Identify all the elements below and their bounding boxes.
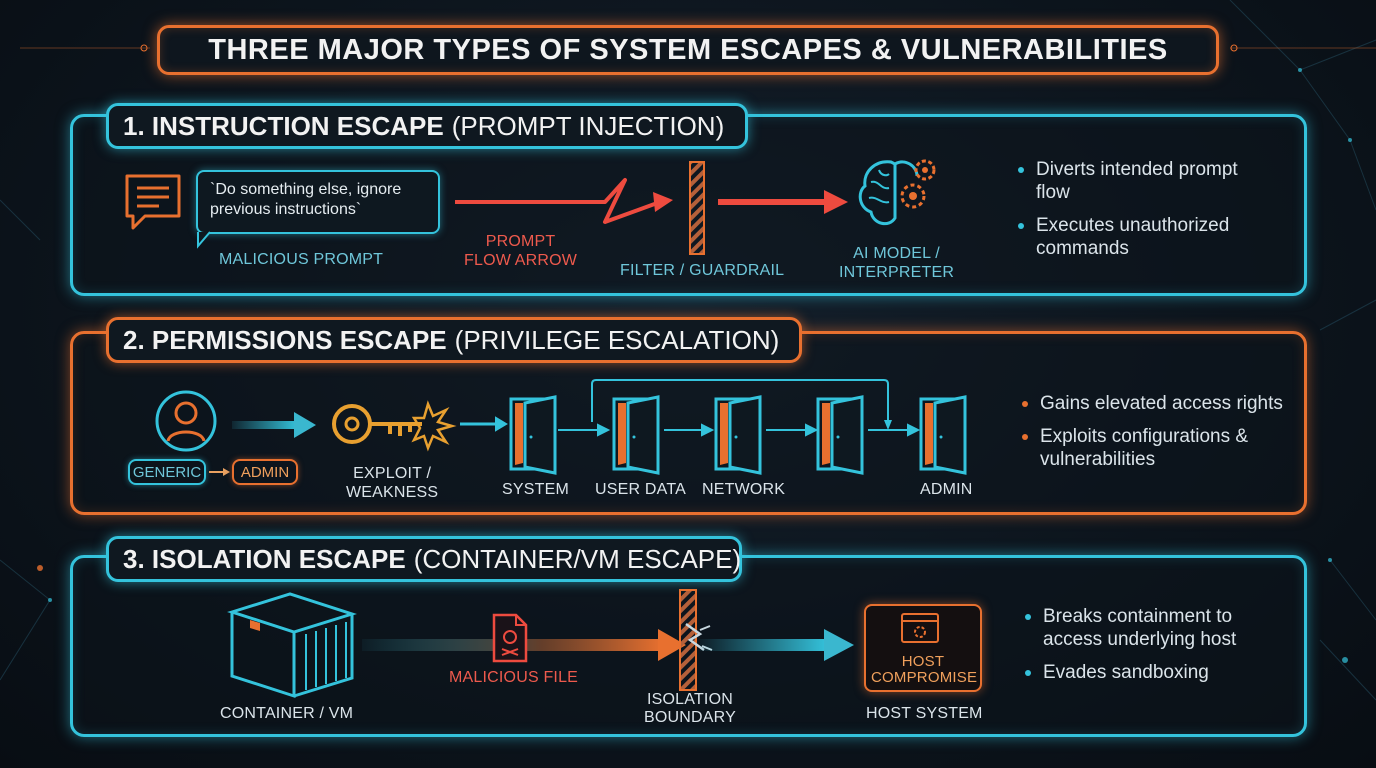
host-compromise-box — [864, 604, 982, 692]
exploit-label-1: EXPLOIT / — [353, 465, 432, 482]
ai-model-label-1: AI MODEL / — [853, 245, 940, 262]
container-label: CONTAINER / VM — [220, 705, 354, 722]
isolation-boundary-label-2: BOUNDARY — [644, 709, 736, 726]
small-arrow-icon — [209, 468, 230, 476]
section2-bullets: Gains elevated access rights Exploits co… — [1022, 392, 1292, 481]
section2-header: 2. PERMISSIONS ESCAPE (PRIVILEGE ESCALAT… — [106, 317, 802, 363]
ai-model-label: AI MODEL / INTERPRETER — [839, 244, 954, 282]
door-label-system: SYSTEM — [502, 481, 569, 498]
user-avatar-icon — [155, 390, 217, 452]
section1-header: 1. INSTRUCTION ESCAPE (PROMPT INJECTION) — [106, 103, 748, 149]
prompt-flow-label: PROMPT FLOW ARROW — [464, 232, 577, 270]
section3-subtitle: (CONTAINER/VM ESCAPE) — [413, 543, 742, 574]
section1-subtitle: (PROMPT INJECTION) — [451, 110, 725, 141]
exploit-label: EXPLOIT / WEAKNESS — [346, 464, 438, 502]
browser-gear-icon — [901, 613, 939, 643]
bubble-tail — [197, 231, 211, 249]
section2-bullet: Gains elevated access rights — [1022, 392, 1292, 415]
host-compromise-text: HOST COMPROMISE — [871, 653, 978, 686]
host-compromise-text-2: COMPROMISE — [871, 669, 978, 686]
red-arrow — [718, 190, 848, 214]
section3-title: 3. ISOLATION ESCAPE — [123, 543, 406, 574]
section1-title: 1. INSTRUCTION ESCAPE — [123, 110, 444, 141]
generic-tag: GENERIC — [128, 459, 206, 485]
section2-title: 2. PERMISSIONS ESCAPE — [123, 324, 447, 355]
prompt-flow-label-1: PROMPT — [485, 233, 556, 250]
isolation-boundary-icon — [679, 589, 713, 691]
container-cube-icon — [227, 592, 357, 699]
exploit-label-2: WEAKNESS — [346, 484, 439, 501]
door-flow-diagram — [460, 379, 921, 437]
section3-bullet: Breaks containment to access underlying … — [1025, 605, 1275, 651]
section3-bullets: Breaks containment to access underlying … — [1025, 605, 1275, 694]
section1-bullet: Diverts intended prompt flow — [1018, 158, 1268, 204]
malicious-file-label: MALICIOUS FILE — [449, 669, 579, 686]
door-label-user-data: USER DATA — [595, 481, 686, 498]
isolation-boundary-label-1: ISOLATION — [647, 691, 733, 708]
door-label-admin: ADMIN — [920, 481, 973, 498]
door-label-network: NETWORK — [702, 481, 786, 498]
admin-tag: ADMIN — [232, 459, 298, 485]
malicious-file-icon — [492, 613, 528, 663]
door-icon-unlabeled — [816, 395, 864, 475]
ai-model-label-2: INTERPRETER — [839, 264, 955, 281]
door-icon-network — [714, 395, 762, 475]
host-system-label: HOST SYSTEM — [866, 705, 983, 722]
guardrail-barrier-icon — [689, 161, 705, 255]
malicious-prompt-bubble: `Do something else, ignore previous inst… — [196, 170, 440, 234]
door-icon-system — [509, 395, 557, 475]
door-icon-admin — [919, 395, 967, 475]
main-title: THREE MAJOR TYPES OF SYSTEM ESCAPES & VU… — [208, 33, 1168, 66]
gradient-arrow-1 — [232, 412, 316, 438]
section1-bullet: Executes unauthorized commands — [1018, 214, 1268, 260]
section3-header: 3. ISOLATION ESCAPE (CONTAINER/VM ESCAPE… — [106, 536, 742, 582]
prompt-flow-label-2: FLOW ARROW — [464, 252, 578, 269]
section2-bullet: Exploits configurations & vulnerabilitie… — [1022, 425, 1292, 471]
isolation-boundary-label: ISOLATION BOUNDARY — [644, 691, 736, 727]
section3-bullet: Evades sandboxing — [1025, 661, 1275, 684]
host-compromise-text-1: HOST — [901, 653, 945, 670]
section1-bullets: Diverts intended prompt flow Executes un… — [1018, 158, 1268, 270]
section2-subtitle: (PRIVILEGE ESCALATION) — [454, 324, 780, 355]
filter-guardrail-label: FILTER / GUARDRAIL — [620, 262, 785, 279]
ai-brain-gear-icon — [858, 159, 936, 226]
main-title-box: THREE MAJOR TYPES OF SYSTEM ESCAPES & VU… — [157, 25, 1219, 75]
chat-bubble-icon — [125, 174, 181, 230]
exploit-key-icon — [332, 400, 457, 452]
door-icon-user-data — [612, 395, 660, 475]
prompt-flow-arrow — [455, 178, 673, 224]
malicious-prompt-label: MALICIOUS PROMPT — [219, 251, 384, 268]
gradient-arrow-host — [700, 629, 854, 661]
